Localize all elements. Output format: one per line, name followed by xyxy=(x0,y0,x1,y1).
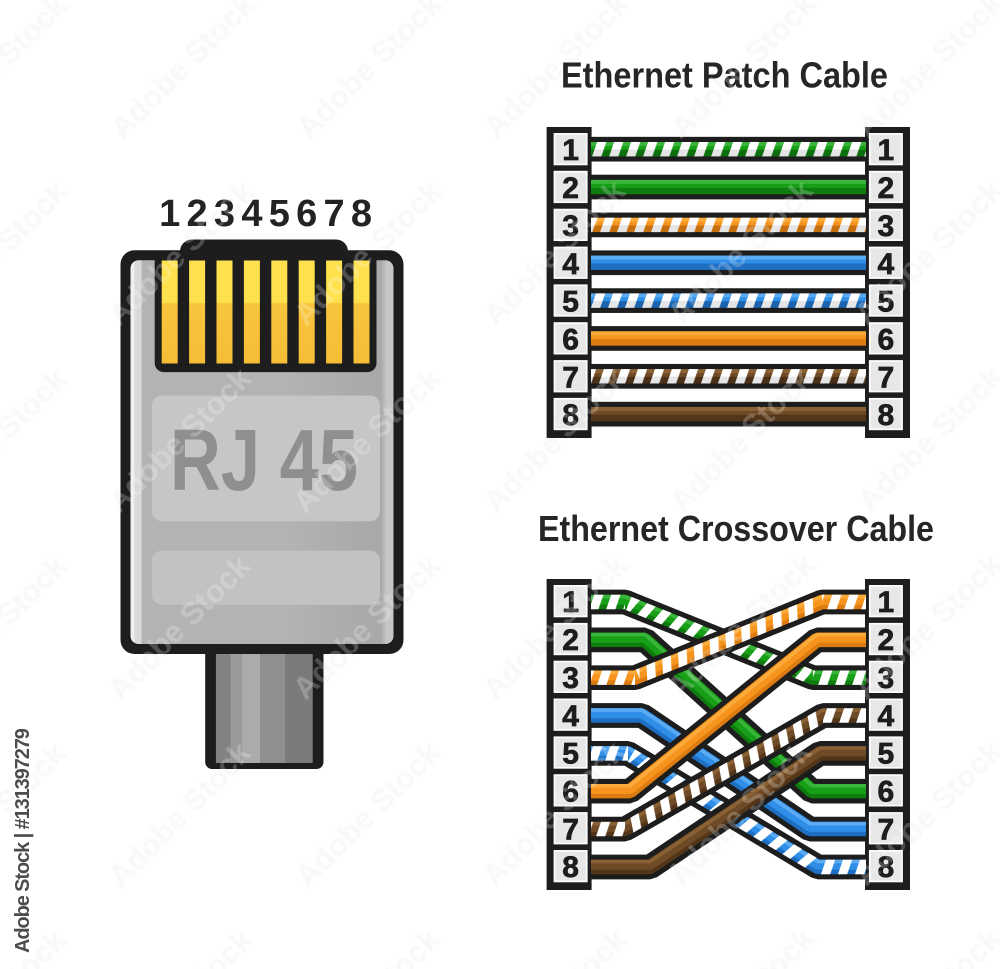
svg-text:7: 7 xyxy=(324,193,345,235)
svg-text:4: 4 xyxy=(241,193,262,235)
svg-text:5: 5 xyxy=(562,738,579,771)
svg-text:3: 3 xyxy=(214,193,235,235)
svg-text:5: 5 xyxy=(878,738,895,771)
svg-text:8: 8 xyxy=(562,399,579,432)
svg-text:2: 2 xyxy=(878,624,895,657)
svg-text:5: 5 xyxy=(878,286,895,319)
svg-text:1: 1 xyxy=(562,586,579,619)
svg-text:7: 7 xyxy=(562,813,579,846)
svg-text:2: 2 xyxy=(562,624,579,657)
svg-text:3: 3 xyxy=(562,662,579,695)
svg-text:5: 5 xyxy=(269,193,290,235)
svg-text:6: 6 xyxy=(878,776,895,809)
svg-text:1: 1 xyxy=(878,586,895,619)
svg-text:RJ 45: RJ 45 xyxy=(170,412,358,509)
svg-text:4: 4 xyxy=(562,248,579,281)
svg-text:8: 8 xyxy=(878,851,895,884)
svg-text:8: 8 xyxy=(562,851,579,884)
svg-text:3: 3 xyxy=(878,210,895,243)
svg-text:3: 3 xyxy=(878,662,895,695)
svg-text:6: 6 xyxy=(562,323,579,356)
svg-text:Adobe Stock | #131397279: Adobe Stock | #131397279 xyxy=(12,728,34,953)
svg-text:8: 8 xyxy=(878,399,895,432)
svg-text:7: 7 xyxy=(878,361,895,394)
svg-text:6: 6 xyxy=(296,193,317,235)
svg-text:2: 2 xyxy=(878,172,895,205)
svg-text:1: 1 xyxy=(878,134,895,167)
svg-text:6: 6 xyxy=(562,776,579,809)
svg-text:Ethernet Crossover Cable: Ethernet Crossover Cable xyxy=(538,508,934,549)
svg-text:5: 5 xyxy=(562,286,579,319)
svg-text:2: 2 xyxy=(187,193,208,235)
svg-text:1: 1 xyxy=(159,193,180,235)
svg-text:3: 3 xyxy=(562,210,579,243)
svg-text:6: 6 xyxy=(878,323,895,356)
svg-text:Ethernet Patch Cable: Ethernet Patch Cable xyxy=(561,55,888,96)
svg-text:4: 4 xyxy=(878,248,895,281)
svg-text:2: 2 xyxy=(562,172,579,205)
svg-text:8: 8 xyxy=(351,193,372,235)
svg-text:7: 7 xyxy=(878,813,895,846)
svg-text:7: 7 xyxy=(562,361,579,394)
svg-text:4: 4 xyxy=(878,700,895,733)
svg-text:1: 1 xyxy=(562,134,579,167)
svg-text:4: 4 xyxy=(562,700,579,733)
